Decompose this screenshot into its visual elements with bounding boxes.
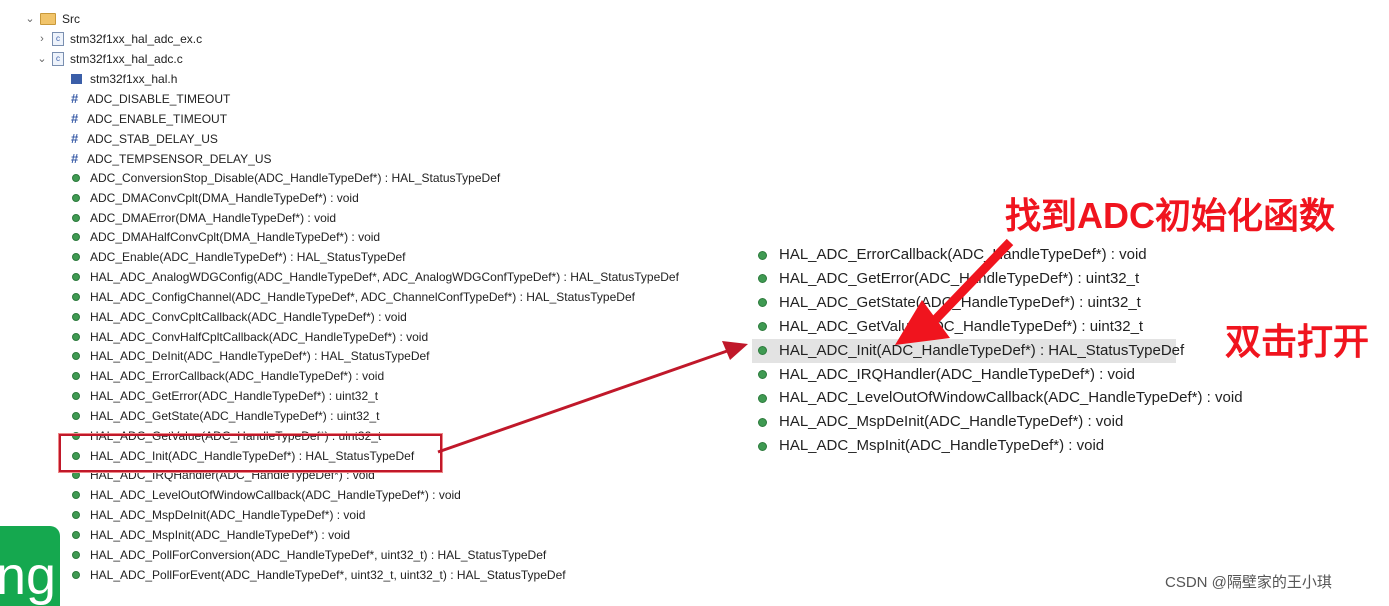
function-icon [758,250,767,260]
function-icon [72,174,80,182]
function-icon [758,322,767,332]
connector-arrow [437,341,748,454]
zoomed-function[interactable]: HAL_ADC_Init(ADC_HandleTypeDef*) : HAL_S… [758,340,1184,362]
zoomed-function[interactable]: HAL_ADC_LevelOutOfWindowCallback(ADC_Han… [758,387,1243,409]
hash-icon: # [71,91,79,106]
chevron-right-icon[interactable]: › [40,33,44,45]
chevron-down-icon[interactable]: ⌄ [25,13,35,25]
tree-function[interactable]: HAL_ADC_MspDeInit(ADC_HandleTypeDef*) : … [72,506,365,524]
function-icon [758,346,767,356]
annotation-line1: 找到ADC初始化函数 [1005,195,1335,236]
zoomed-function[interactable]: HAL_ADC_IRQHandler(ADC_HandleTypeDef*) :… [758,364,1135,386]
tree-function[interactable]: HAL_ADC_DeInit(ADC_HandleTypeDef*) : HAL… [72,347,430,365]
hash-icon: # [71,130,79,146]
function-icon [72,570,80,579]
tree-function[interactable]: HAL_ADC_PollForConversion(ADC_HandleType… [72,546,546,564]
tree-function[interactable]: ADC_DMAHalfConvCplt(DMA_HandleTypeDef*) … [72,228,380,246]
function-icon [72,233,80,242]
function-icon [72,550,80,559]
function-icon [758,441,767,451]
tree-function[interactable]: HAL_ADC_ErrorCallback(ADC_HandleTypeDef*… [72,367,384,385]
function-icon [72,451,80,460]
tree-function[interactable]: HAL_ADC_Init(ADC_HandleTypeDef*) : HAL_S… [72,447,414,465]
function-icon [72,491,80,500]
tree-function[interactable]: HAL_ADC_ConvHalfCpltCallback(ADC_HandleT… [72,328,428,346]
function-icon [72,213,80,222]
zoomed-function[interactable]: HAL_ADC_MspInit(ADC_HandleTypeDef*) : vo… [758,435,1104,457]
function-icon [72,332,80,341]
annotation-line2: 双击打开 [1225,321,1370,362]
function-icon [72,253,80,262]
tree-function[interactable]: HAL_ADC_GetState(ADC_HandleTypeDef*) : u… [72,407,379,425]
hash-icon: # [71,110,79,126]
chevron-down-icon[interactable]: ⌄ [37,53,47,65]
tree-function[interactable]: HAL_ADC_GetError(ADC_HandleTypeDef*) : u… [72,387,378,405]
function-icon [72,530,80,539]
tree-function[interactable]: HAL_ADC_PollForEvent(ADC_HandleTypeDef*,… [72,566,566,584]
green-badge: ng [0,526,60,606]
tree-function[interactable]: HAL_ADC_MspInit(ADC_HandleTypeDef*) : vo… [72,526,350,544]
tree-macro[interactable]: #ADC_STAB_DELAY_US [71,130,218,146]
tree-macro[interactable]: #ADC_TEMPSENSOR_DELAY_US [71,150,272,166]
tree-include[interactable]: stm32f1xx_hal.h [71,70,177,88]
tree-function[interactable]: HAL_ADC_ConvCpltCallback(ADC_HandleTypeD… [72,308,407,326]
hash-icon: # [71,150,79,166]
selected-row-highlight [752,339,1176,363]
include-icon [71,74,82,84]
function-icon [72,511,80,520]
tree-function[interactable]: ADC_DMAConvCplt(DMA_HandleTypeDef*) : vo… [72,189,359,207]
function-icon [72,411,80,420]
function-icon [72,273,80,282]
tree-function[interactable]: ADC_ConversionStop_Disable(ADC_HandleTyp… [72,169,500,187]
tree-function[interactable]: HAL_ADC_AnalogWDGConfig(ADC_HandleTypeDe… [72,268,679,286]
c-file-icon: c [52,52,64,66]
tree-macro[interactable]: #ADC_ENABLE_TIMEOUT [71,110,228,126]
highlight-box [59,434,442,472]
function-icon [72,392,80,401]
function-icon [72,292,80,301]
tree-folder-src[interactable]: ⌄Src [25,12,80,26]
function-icon [758,274,767,284]
zoomed-function[interactable]: HAL_ADC_MspDeInit(ADC_HandleTypeDef*) : … [758,411,1123,433]
function-icon [758,393,767,403]
tree-macro[interactable]: #ADC_DISABLE_TIMEOUT [71,91,231,106]
tree-function[interactable]: HAL_ADC_LevelOutOfWindowCallback(ADC_Han… [72,486,461,504]
function-icon [72,352,80,361]
c-file-icon: c [52,32,64,46]
function-icon [758,370,767,379]
function-icon [72,312,80,321]
zoomed-function[interactable]: HAL_ADC_GetState(ADC_HandleTypeDef*) : u… [758,292,1141,314]
function-icon [72,372,80,381]
zoomed-function[interactable]: HAL_ADC_GetValue(ADC_HandleTypeDef*) : u… [758,316,1143,338]
watermark: CSDN @隔壁家的王小琪 [1165,574,1332,591]
tree-function[interactable]: ADC_DMAError(DMA_HandleTypeDef*) : void [72,209,336,227]
function-icon [72,471,80,480]
function-icon [72,193,80,202]
tree-function[interactable]: ADC_Enable(ADC_HandleTypeDef*) : HAL_Sta… [72,248,406,266]
zoomed-function[interactable]: HAL_ADC_GetError(ADC_HandleTypeDef*) : u… [758,268,1139,290]
function-icon [758,417,767,427]
function-icon [758,298,767,308]
zoomed-function[interactable]: HAL_ADC_ErrorCallback(ADC_HandleTypeDef*… [758,244,1147,266]
tree-function[interactable]: HAL_ADC_ConfigChannel(ADC_HandleTypeDef*… [72,288,635,306]
folder-icon [40,13,56,25]
